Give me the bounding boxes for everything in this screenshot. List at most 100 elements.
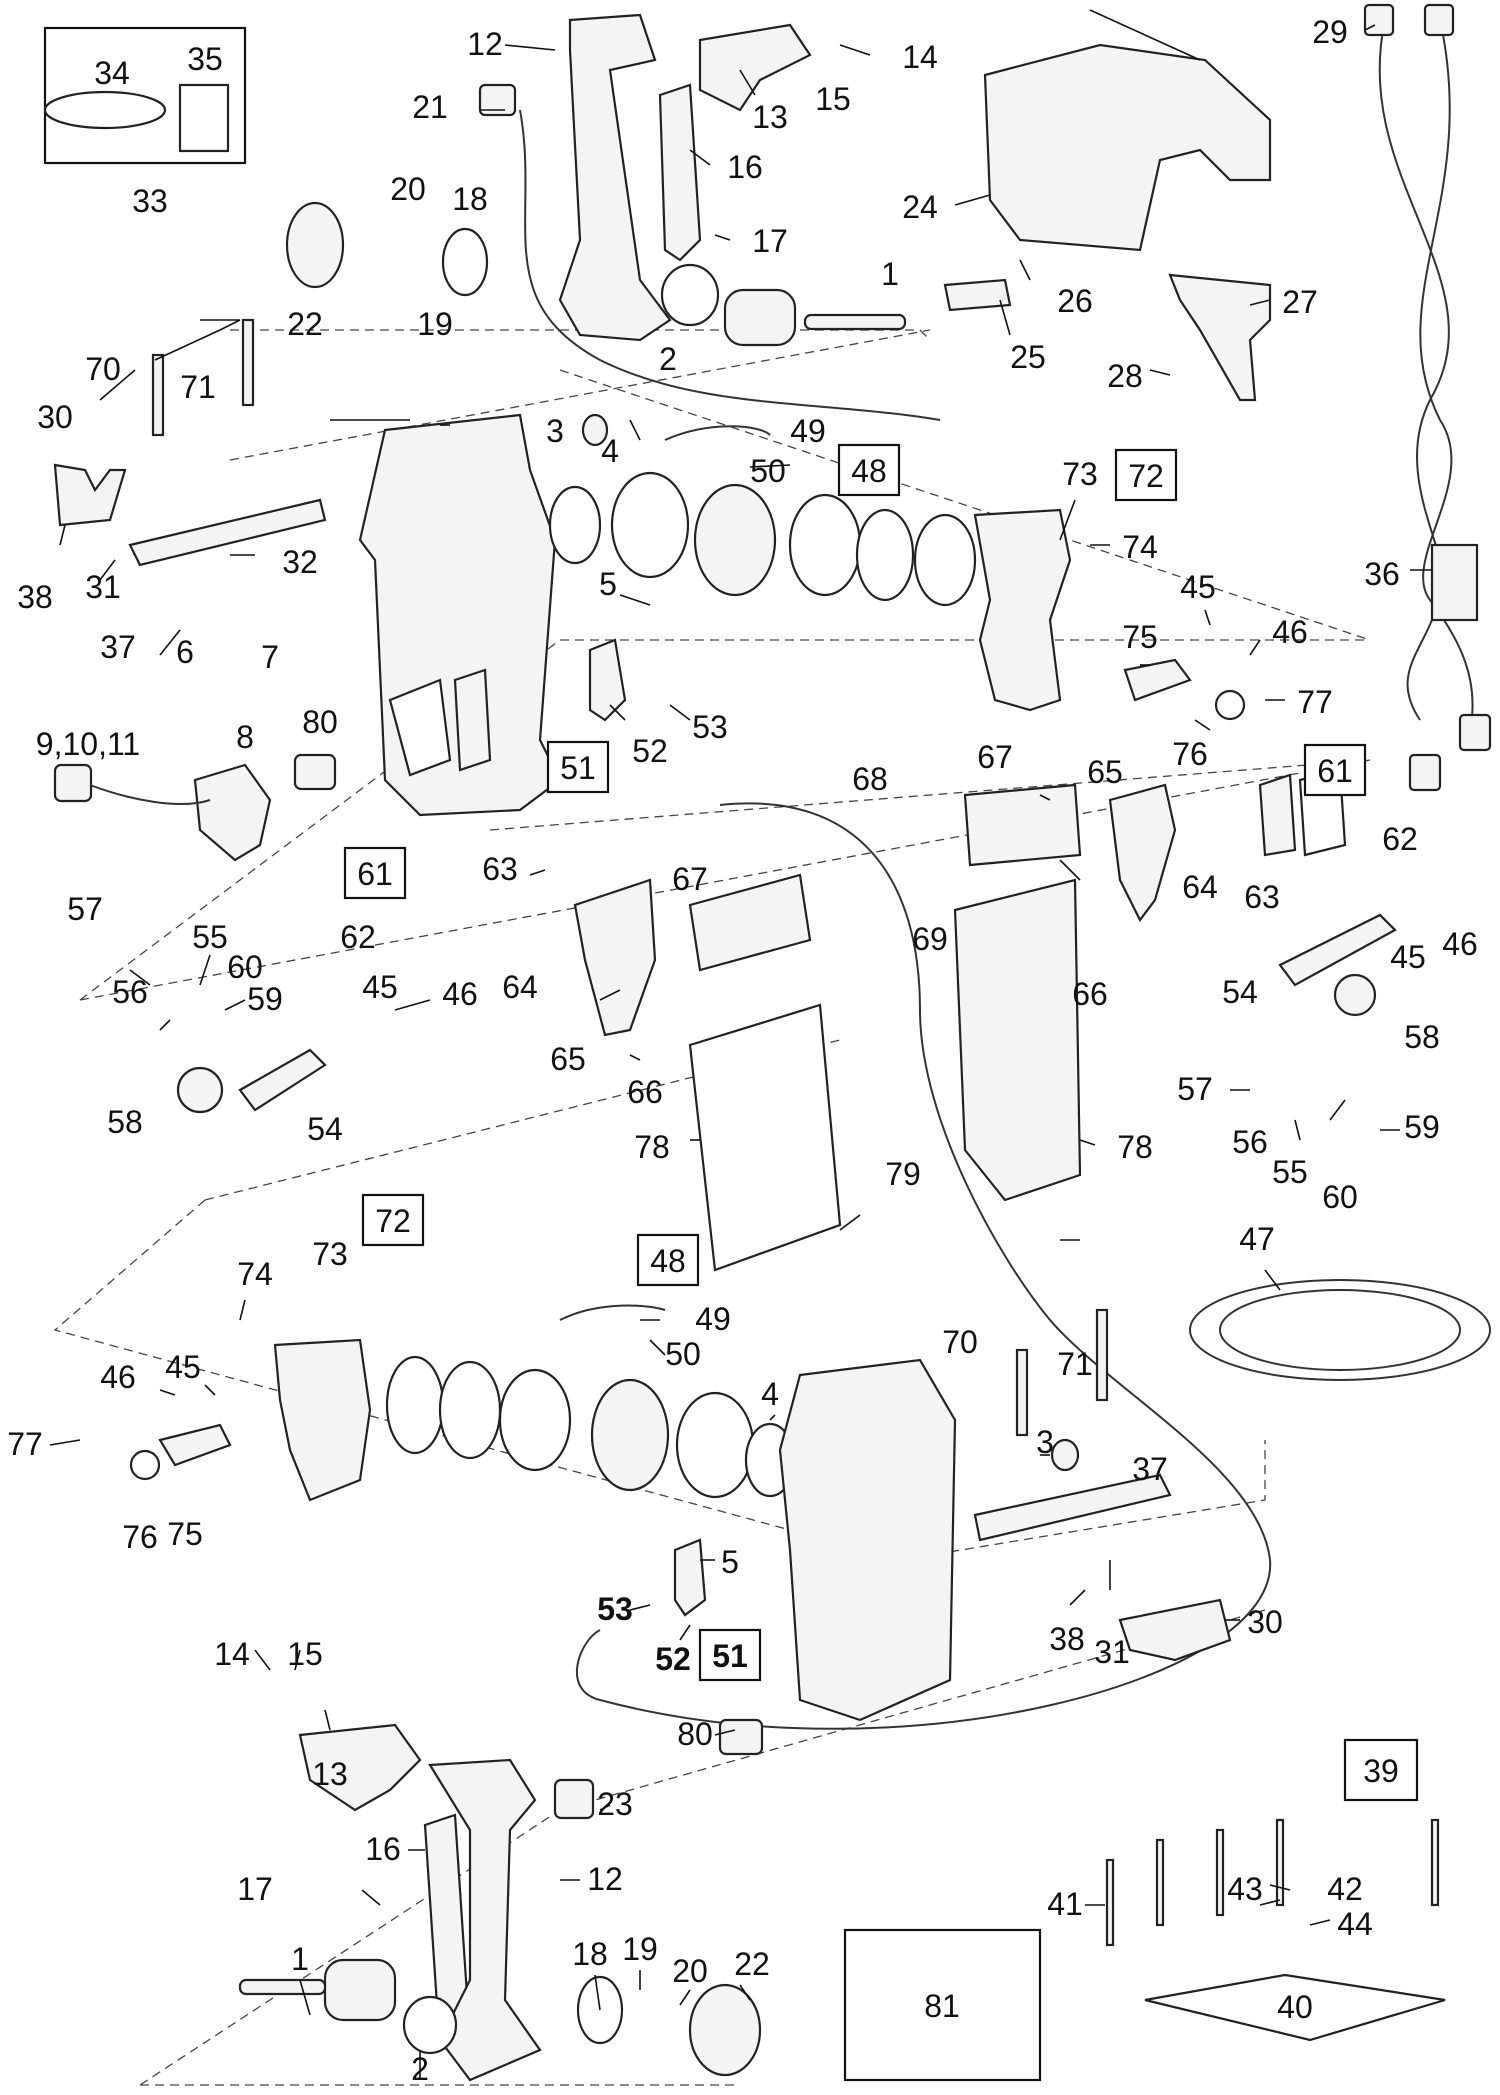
callout-24: 24 bbox=[902, 189, 938, 225]
washer-upper-a bbox=[610, 471, 690, 579]
washer-lower-d bbox=[675, 1391, 755, 1499]
callout-75-upper: 75 bbox=[1122, 619, 1158, 655]
callout-46-lower: 46 bbox=[100, 1359, 136, 1395]
frame-67-right bbox=[963, 783, 1082, 867]
callout-3-upper: 3 bbox=[546, 413, 564, 449]
callout-63-left: 63 bbox=[482, 851, 518, 887]
callout-30-upper: 30 bbox=[37, 399, 73, 435]
callout-57-left: 57 bbox=[67, 891, 103, 927]
callout-69: 69 bbox=[912, 921, 948, 957]
cover-13-upper bbox=[698, 23, 812, 112]
callout-55-left: 55 bbox=[192, 919, 228, 955]
callout-numbers: 34 35 33 12 21 13 14 15 16 17 20 18 19 2… bbox=[7, 14, 1478, 2087]
cover-13-lower bbox=[298, 1723, 422, 1812]
callout-63-right: 63 bbox=[1244, 879, 1280, 915]
main-housing-lower bbox=[778, 1358, 957, 1722]
connector-29a bbox=[1363, 3, 1395, 37]
switch-8 bbox=[193, 763, 272, 862]
callout-52-upper: 52 bbox=[632, 733, 668, 769]
callout-60-right: 60 bbox=[1322, 1179, 1358, 1215]
leader-lines bbox=[49, 9, 1432, 2080]
callout-56-right: 56 bbox=[1232, 1124, 1268, 1160]
clamp-58-right bbox=[1333, 973, 1377, 1017]
box-81: 81 bbox=[924, 1988, 960, 2024]
callout-77-upper: 77 bbox=[1297, 684, 1333, 720]
callout-55-right: 55 bbox=[1272, 1154, 1308, 1190]
callout-12-upper: 12 bbox=[467, 26, 503, 62]
lever-65-left bbox=[573, 878, 657, 1037]
callout-17-lower: 17 bbox=[237, 1871, 273, 1907]
callout-18-upper: 18 bbox=[452, 181, 488, 217]
callout-66-left: 66 bbox=[627, 1074, 663, 1110]
callout-9-10-11: 9,10,11 bbox=[36, 726, 140, 762]
bracket-52-upper bbox=[588, 638, 627, 722]
callout-77-lower: 77 bbox=[7, 1426, 43, 1462]
callout-41: 41 bbox=[1047, 1886, 1083, 1922]
callout-62-right: 62 bbox=[1382, 821, 1418, 857]
callout-52-lower: 52 bbox=[655, 1641, 691, 1677]
lever-75-upper bbox=[1123, 658, 1192, 702]
spool-upper bbox=[723, 288, 797, 347]
callout-64-right: 64 bbox=[1182, 869, 1218, 905]
callout-14-upper: 14 bbox=[902, 39, 938, 75]
washer-upper-b bbox=[788, 493, 862, 597]
housing-cover-24 bbox=[983, 43, 1272, 252]
rail-37-upper bbox=[128, 498, 327, 567]
callout-2-upper: 2 bbox=[659, 341, 677, 377]
callout-32: 32 bbox=[282, 544, 318, 580]
washer-76-upper bbox=[1214, 689, 1246, 721]
callout-60-left: 60 bbox=[227, 949, 263, 985]
callout-30-lower: 30 bbox=[1247, 1604, 1283, 1640]
arm-54-right bbox=[1278, 913, 1397, 987]
strip-49-upper bbox=[664, 425, 771, 441]
plate-16-upper bbox=[658, 83, 702, 262]
knob-22-lower bbox=[688, 1983, 762, 2077]
callout-46-right: 46 bbox=[1442, 926, 1478, 962]
bearing-4-upper bbox=[548, 485, 602, 565]
callout-31-lower: 31 bbox=[1094, 1634, 1130, 1670]
plug-80-lower bbox=[718, 1718, 764, 1756]
callout-45-lower: 45 bbox=[165, 1349, 201, 1385]
callout-14-lower: 14 bbox=[214, 1636, 250, 1672]
connector-lower-a bbox=[1408, 753, 1442, 792]
plate-63-left bbox=[453, 668, 492, 772]
callout-62-left: 62 bbox=[340, 919, 376, 955]
washer-lower-b bbox=[438, 1360, 502, 1460]
ring-2-upper bbox=[660, 263, 720, 327]
callout-6: 6 bbox=[176, 634, 194, 670]
callout-22-upper: 22 bbox=[287, 306, 323, 342]
callout-29: 29 bbox=[1312, 14, 1348, 50]
plate-62-left bbox=[388, 678, 452, 777]
handle-12-lower bbox=[428, 1758, 542, 2082]
washer-76-lower bbox=[129, 1449, 161, 1481]
callout-12-lower: 12 bbox=[587, 1861, 623, 1897]
callout-40: 40 bbox=[1277, 1989, 1313, 2025]
callout-26: 26 bbox=[1057, 283, 1093, 319]
callout-71-lower: 71 bbox=[1057, 1346, 1093, 1382]
callout-7: 7 bbox=[261, 639, 279, 675]
box-48-lower: 48 bbox=[650, 1243, 686, 1279]
parts bbox=[43, 3, 1492, 2082]
knob-22-upper bbox=[285, 201, 345, 289]
callout-46-upper: 46 bbox=[1272, 614, 1308, 650]
callout-1-lower: 1 bbox=[291, 1941, 309, 1977]
callout-5-upper: 5 bbox=[599, 566, 617, 602]
detent-gear-upper bbox=[693, 483, 777, 597]
callout-80-upper: 80 bbox=[302, 704, 338, 740]
callout-74-upper: 74 bbox=[1122, 529, 1158, 565]
callout-31-upper: 31 bbox=[85, 569, 121, 605]
callout-53-lower: 53 bbox=[597, 1591, 633, 1627]
bushing-3-upper bbox=[581, 413, 609, 447]
callout-19-upper: 19 bbox=[417, 306, 453, 342]
detent-gear-lower bbox=[590, 1378, 670, 1492]
screw-41 bbox=[1105, 1858, 1115, 1947]
callout-23: 23 bbox=[597, 1786, 633, 1822]
callout-59-left: 59 bbox=[247, 981, 283, 1017]
callout-38-lower: 38 bbox=[1049, 1621, 1085, 1657]
callout-67-right: 67 bbox=[977, 739, 1013, 775]
screw-42 bbox=[1275, 1818, 1285, 1907]
callout-75-lower: 75 bbox=[167, 1516, 203, 1552]
plate-63-right bbox=[1258, 773, 1297, 857]
callout-45-left: 45 bbox=[362, 969, 398, 1005]
